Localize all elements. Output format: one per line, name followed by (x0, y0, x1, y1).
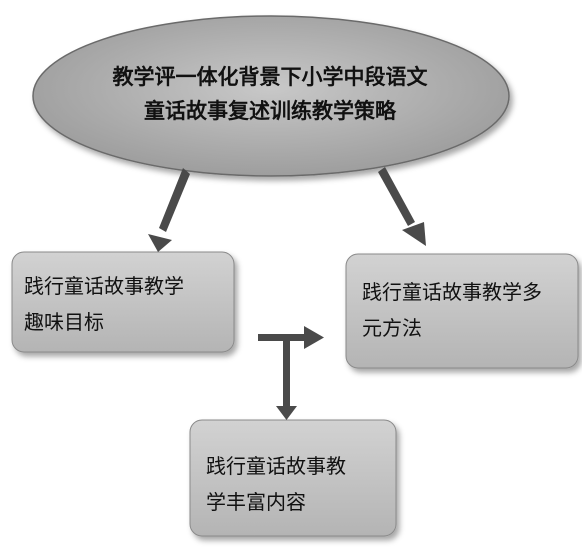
box-bottom (189, 419, 397, 537)
arrow-to-left-box (148, 168, 190, 252)
box-bottom-text: 践行童话故事教 学丰富内容 (206, 448, 392, 520)
box-bottom-line-1: 践行童话故事教 (206, 454, 346, 478)
box-right-line-1: 践行童话故事教学多 (362, 280, 542, 304)
box-right-line-2: 元方法 (362, 316, 422, 340)
box-left (11, 251, 235, 353)
central-topic-line-1: 教学评一体化背景下小学中段语文 (112, 65, 428, 89)
central-topic-text: 教学评一体化背景下小学中段语文 童话故事复述训练教学策略 (60, 60, 480, 128)
t-connector (258, 326, 324, 420)
box-bottom-line-2: 学丰富内容 (206, 490, 306, 514)
central-topic-line-2: 童话故事复述训练教学策略 (144, 99, 396, 123)
box-left-text: 践行童话故事教学 趣味目标 (24, 268, 224, 340)
box-right-text: 践行童话故事教学多 元方法 (362, 274, 570, 346)
box-right (345, 253, 579, 369)
arrow-to-right-box (378, 167, 426, 246)
box-left-line-2: 趣味目标 (24, 310, 104, 334)
central-topic-ellipse (32, 15, 510, 177)
box-left-line-1: 践行童话故事教学 (24, 274, 184, 298)
